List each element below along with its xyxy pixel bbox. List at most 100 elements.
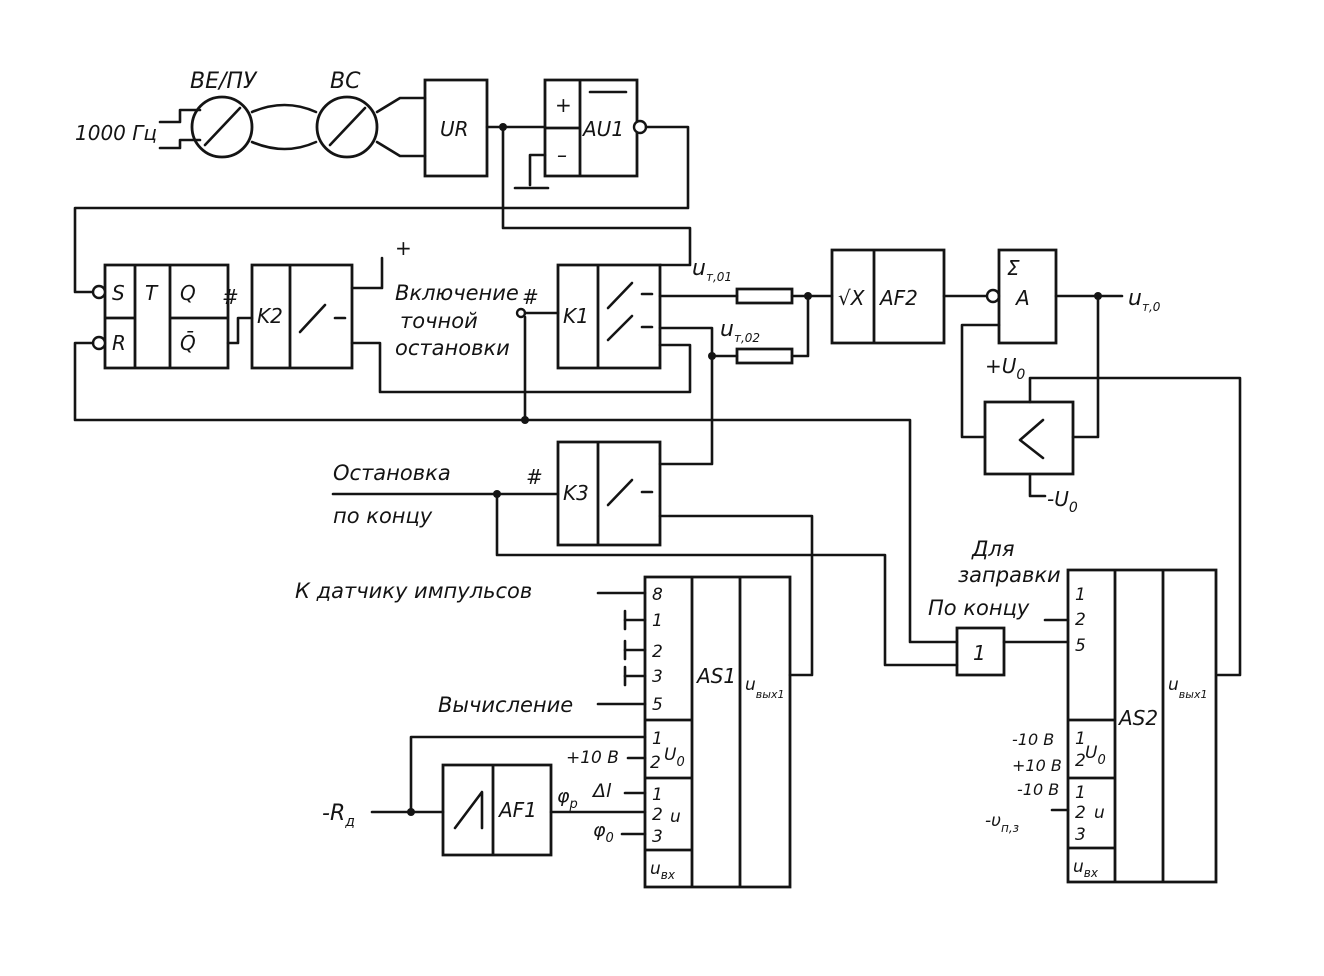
as2-u0-pin-2: 2 — [1075, 751, 1086, 771]
trigger-r: R — [112, 331, 126, 355]
af1-symbol — [455, 792, 482, 828]
a-label: A — [1014, 286, 1030, 310]
trigger-q: Q — [180, 281, 196, 305]
trigger-block — [105, 265, 228, 368]
au1-to-s-wire — [75, 127, 688, 292]
bc-ur-wire-top — [377, 98, 425, 112]
k3-block — [558, 442, 660, 545]
au1-minus: – — [557, 143, 567, 167]
sqrt-label: √X — [838, 286, 866, 310]
comparator-symbol — [1020, 420, 1043, 458]
as1-pin-1: 1 — [652, 611, 663, 631]
or-section: 1 — [957, 628, 1068, 675]
as1-pin-8: 8 — [652, 585, 663, 605]
by-end-label: По концу — [928, 596, 1030, 620]
be-pu-label: BE/ПУ — [190, 69, 258, 94]
k1-section: Включение точной остановки # K1 uт,01 uт… — [395, 256, 832, 464]
as1-u-pin-2: 2 — [652, 805, 663, 825]
qbar-to-k2-wire — [228, 318, 252, 343]
as2-pin-5: 5 — [1075, 636, 1086, 656]
sigma-label: Σ — [1007, 256, 1020, 280]
k2-to-k1-wire — [352, 343, 690, 392]
as2-section: AS2 1 2 5 1 2 U0 1 2 3 u uвх uвых1 Для з… — [928, 537, 1216, 882]
k1-hash-mark: # — [522, 285, 539, 309]
trigger-section: S R T Q Q̄ # K2 + — [75, 236, 957, 642]
as1-uin-label: uвх — [650, 859, 676, 882]
as1-u-label: u — [670, 807, 681, 827]
stop-end-line1: Остановка — [333, 461, 451, 485]
as1-u-pin-3: 3 — [652, 827, 663, 847]
k3-to-as1-output-wire — [660, 516, 812, 675]
as1-grounded-pins — [625, 611, 645, 685]
k1-contact-icon — [608, 283, 652, 340]
fine-stop-line3: остановки — [395, 336, 510, 360]
as2-block — [1068, 570, 1216, 882]
as2-u-pin-2: 2 — [1075, 803, 1086, 823]
k3-label: K3 — [563, 481, 589, 505]
as2-uout-label: uвых1 — [1168, 675, 1207, 701]
as1-u-pin-1: 1 — [652, 785, 663, 805]
ur-to-k1-wire — [503, 127, 690, 265]
freq-label: 1000 Гц — [75, 121, 157, 145]
k1-label: K1 — [563, 304, 589, 328]
as2-uin-label: uвх — [1073, 857, 1099, 880]
as2-u0-pin-1: 1 — [1075, 729, 1086, 749]
trigger-s-inverse — [93, 286, 105, 298]
trigger-qbar: Q̄ — [180, 330, 196, 355]
as1-plus10-label: +10 В — [566, 748, 619, 768]
k2-contact-icon — [300, 305, 345, 332]
comparator-block — [985, 402, 1073, 474]
au1-label: AU1 — [581, 117, 624, 141]
for-refuel-line2: заправки — [958, 563, 1061, 587]
calc-label: Вычисление — [438, 693, 573, 717]
input-wire-top — [160, 110, 200, 122]
stop-end-to-or-wire — [497, 494, 957, 665]
or-gate-block — [957, 628, 1004, 675]
as2-minus10a-label: -10 В — [1012, 730, 1054, 749]
as1-u0-pin-1: 1 — [652, 729, 663, 749]
k2-hash-mark: # — [222, 285, 239, 309]
as2-u-label: u — [1094, 803, 1105, 823]
plus-u0-label: +U0 — [985, 354, 1025, 383]
as2-label: AS2 — [1117, 706, 1158, 730]
af1-block — [443, 765, 551, 855]
k3-section: Остановка по концу # K3 — [333, 442, 957, 675]
rd-to-as1-u0-wire — [411, 737, 645, 812]
k1-block — [558, 265, 660, 368]
au1-plus: + — [555, 93, 572, 117]
au1-inverting-output — [634, 121, 646, 133]
ut01-label: uт,01 — [692, 256, 732, 284]
k2-label: K2 — [257, 304, 283, 328]
as2-vnz-label: -υп,з — [985, 811, 1019, 835]
sensor-coupling-bottom — [252, 142, 316, 149]
as2-pin-2: 2 — [1075, 610, 1086, 630]
as1-u0-label: U0 — [664, 745, 685, 770]
as2-u0-label: U0 — [1085, 743, 1106, 768]
k2-block — [252, 265, 352, 368]
sum-feedback-wire — [962, 325, 999, 437]
as2-to-comparator-wire — [1030, 378, 1240, 675]
resistor-r1 — [737, 289, 792, 303]
fine-stop-line2: точной — [400, 309, 478, 333]
minus-rd-label: -Rд — [322, 801, 355, 830]
bc-label: BC — [330, 69, 361, 94]
k3-hash-mark: # — [526, 465, 543, 489]
sensor-coupling-top — [252, 105, 316, 112]
reset-bus-wire — [75, 343, 957, 642]
af1-label: AF1 — [497, 798, 537, 822]
sensor-bc-icon — [317, 97, 377, 157]
as1-label: AS1 — [695, 664, 736, 688]
as1-delta-label: Δl — [591, 780, 612, 802]
ut0-label: uт,0 — [1128, 286, 1161, 314]
minus-u0-label: -U0 — [1047, 487, 1078, 516]
as1-pin-2: 2 — [652, 642, 663, 662]
bc-ur-wire-bottom — [377, 142, 425, 156]
k3-contact-icon — [608, 480, 652, 505]
k1-to-k3-wire — [660, 356, 712, 464]
as1-pin-3: 3 — [652, 667, 663, 687]
or-gate-label: 1 — [973, 641, 986, 665]
as1-phi0-label: φ0 — [593, 819, 614, 846]
as1-pin-5: 5 — [652, 695, 663, 715]
trigger-s: S — [112, 281, 125, 305]
